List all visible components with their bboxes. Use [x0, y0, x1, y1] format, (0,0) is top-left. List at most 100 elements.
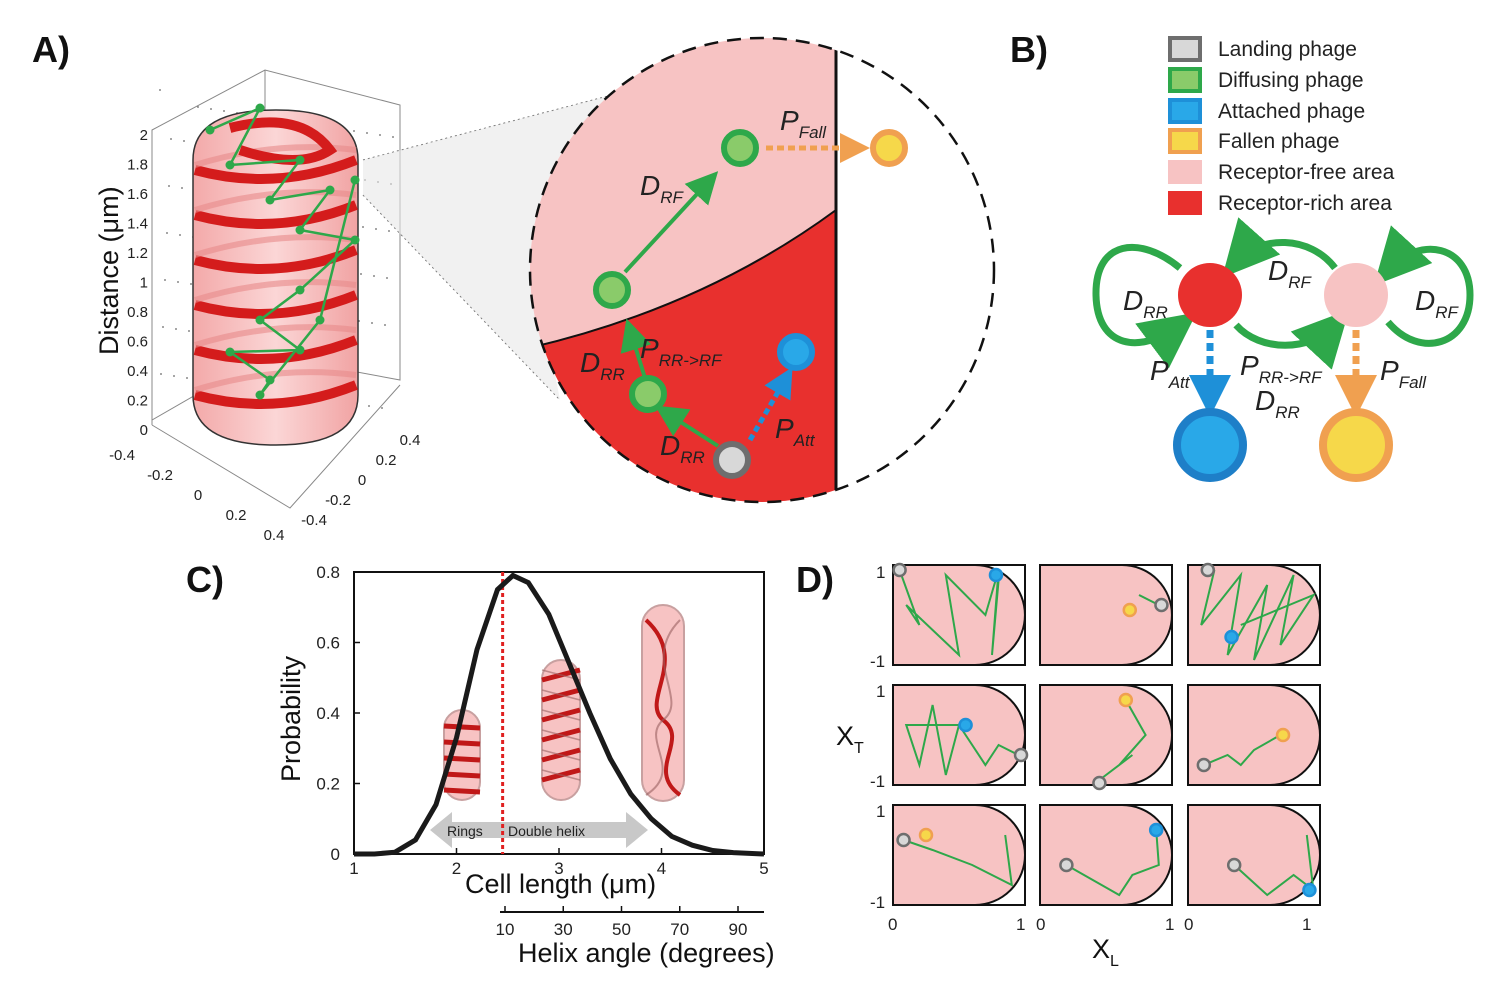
landing-phage-icon: [1059, 857, 1074, 873]
z-tick-label: 0.6: [127, 334, 148, 351]
z-tick-label: 1.6: [127, 186, 148, 203]
grid-dot: [360, 273, 362, 275]
d-xtick: 0: [1036, 915, 1045, 934]
x2-tick-label: 90: [729, 920, 748, 939]
landing-phage-icon: [896, 832, 911, 848]
zoom-label-p-att: PAtt: [775, 413, 816, 450]
x-tick-label: 0.4: [264, 527, 285, 544]
trajectory-point: [295, 225, 305, 235]
trajectory-cell: [1039, 804, 1173, 906]
trajectory-point: [265, 195, 275, 205]
trajectory-point: [350, 235, 360, 245]
trajectory-path: [903, 834, 1014, 887]
attached-phage-icon: [1168, 98, 1202, 124]
attached-phage-icon: [1173, 408, 1247, 482]
probability-curve: [354, 572, 765, 857]
x2-tick-label: 70: [670, 920, 689, 939]
diffusing-phage-icon: [1168, 67, 1202, 93]
arrow-label-double-helix: Double helix: [508, 823, 585, 839]
x-tick-label: 5: [759, 859, 768, 878]
zoom-boundary: [528, 36, 996, 504]
receptor-rich-state-icon: [1178, 263, 1242, 327]
y-axis-label-c: Probability: [276, 655, 306, 782]
d-xtick: 1: [1165, 915, 1174, 934]
x-tick-label: 1: [349, 859, 358, 878]
grid-dot: [175, 328, 177, 330]
receptor-free-state-icon: [1324, 263, 1388, 327]
z-tick-label: 0: [140, 422, 148, 439]
panel-label-d: D): [796, 559, 834, 600]
grid-dot: [386, 277, 388, 279]
grid-dot: [388, 230, 390, 232]
landing-phage-icon: [892, 562, 907, 578]
trajectory-point: [255, 315, 265, 325]
landing-phage-icon: [1154, 597, 1169, 613]
cell-outline: [1187, 684, 1321, 786]
x-tick-label: -0.2: [147, 467, 173, 484]
grid-dot: [188, 330, 190, 332]
cell-outline: [1039, 564, 1173, 666]
grid-dot: [381, 407, 383, 409]
y-tick-label: 0.2: [316, 775, 340, 794]
zoom-label-p-rr-rf: PRR->RF: [640, 333, 723, 370]
diffusing-phage-icon: [721, 129, 759, 167]
state-label-d-rr-bottom: DRR: [1255, 385, 1300, 422]
landing-phage-icon: [1226, 857, 1242, 873]
grid-dot: [159, 89, 161, 91]
trajectory-path: [898, 569, 1000, 658]
trajectory-point: [315, 315, 325, 325]
landing-phage-icon: [1200, 562, 1216, 578]
y-tick-label: 0.6: [316, 634, 340, 653]
trajectory-point: [265, 375, 275, 385]
z-tick-label: 0.4: [127, 363, 148, 380]
helix-band-back: [194, 144, 357, 168]
helix-band: [193, 380, 358, 409]
trajectory-cell: [1039, 564, 1173, 666]
y-tick-label: 0.2: [376, 452, 397, 469]
legend: Landing phage Diffusing phage Attached p…: [1168, 36, 1395, 215]
trajectory-path: [904, 704, 1019, 776]
trajectory-point: [295, 155, 305, 165]
d-ytick: 1: [876, 563, 885, 582]
attached-phage-icon: [958, 717, 973, 733]
grid-dot: [373, 275, 375, 277]
zoom-label-d-rr-1: DRR: [580, 347, 625, 384]
trajectory-point: [295, 285, 305, 295]
cell-outline: [1039, 684, 1173, 786]
d-ytick: 1: [876, 682, 885, 701]
grid-dot: [170, 138, 172, 140]
fallen-phage-icon: [1118, 692, 1134, 708]
d-xtick: 0: [1184, 915, 1193, 934]
trajectory-cell: [1187, 804, 1321, 906]
cell-tight-helix-icon: [541, 659, 581, 801]
attached-phage-icon: [1224, 629, 1239, 645]
attached-phage-icon: [988, 567, 1004, 583]
landing-phage-icon: [1168, 36, 1202, 62]
grid-dot: [164, 279, 166, 281]
legend-label: Diffusing phage: [1218, 69, 1364, 92]
x-tick-label: 4: [657, 859, 666, 878]
grid-dot: [392, 136, 394, 138]
z-tick-label: 1.2: [127, 245, 148, 262]
fallen-phage-icon: [1168, 128, 1202, 154]
cell-outline: [892, 684, 1026, 786]
helix-band-back: [194, 324, 357, 348]
y-tick-label: 0.4: [316, 704, 340, 723]
phage-trajectory-3d: [205, 103, 360, 400]
legend-label: Receptor-rich area: [1218, 192, 1392, 215]
state-label-p-att: PAtt: [1150, 355, 1191, 392]
grid-dot: [160, 373, 162, 375]
trajectory-point: [205, 125, 215, 135]
grid-dot: [166, 232, 168, 234]
state-label-p-fall: PFall: [1380, 355, 1427, 392]
legend-label: Fallen phage: [1218, 130, 1339, 153]
landing-phage-icon: [1092, 775, 1107, 791]
helix-band: [193, 290, 358, 319]
z-tick-label: 0.8: [127, 304, 148, 321]
grid-dot: [177, 281, 179, 283]
fallen-phage-icon: [1122, 602, 1138, 618]
panel-label-c: C): [186, 559, 224, 600]
y-axis-label-d: XT: [836, 721, 864, 757]
trajectory-point: [255, 103, 265, 113]
panel-label-a: A): [32, 29, 70, 70]
